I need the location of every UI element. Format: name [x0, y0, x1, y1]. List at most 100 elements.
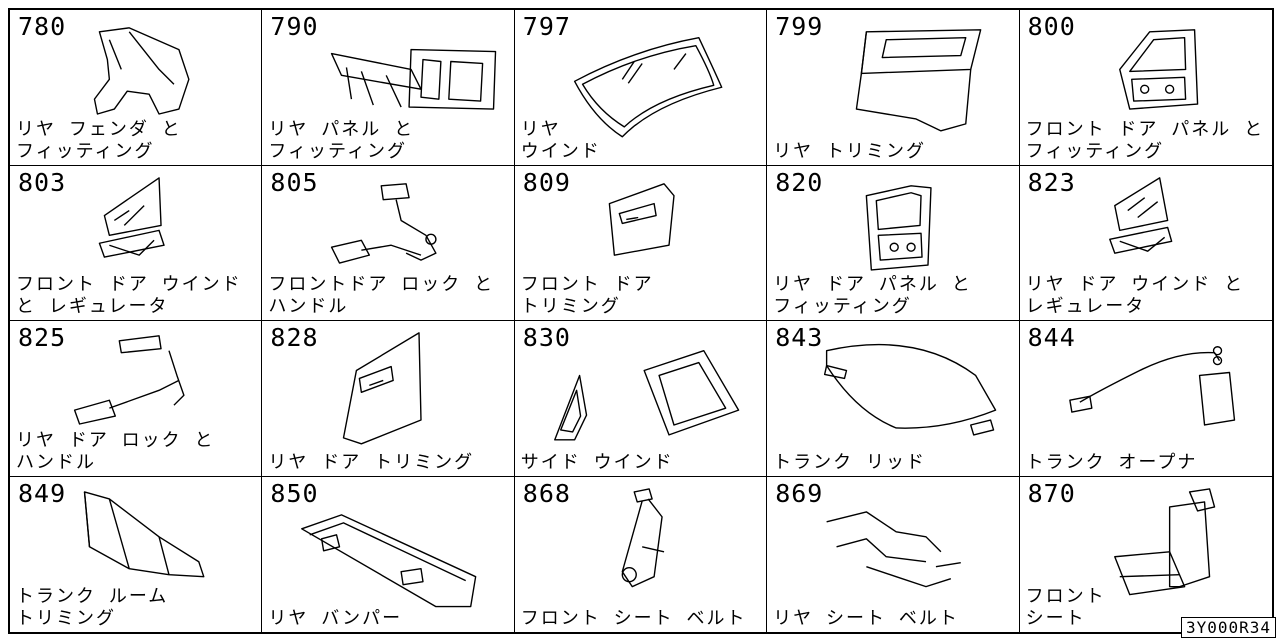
- part-number: 844: [1027, 323, 1076, 352]
- front-seat-icon: [1020, 477, 1272, 633]
- part-label: リヤ フェンダ とフィッティング: [16, 119, 182, 163]
- part-number: 797: [522, 12, 571, 41]
- part-label-line: トランク ルーム: [16, 586, 169, 607]
- rear-fender-icon: [10, 10, 261, 165]
- part-label-line: フィッティング: [268, 140, 407, 162]
- part-number: 799: [775, 12, 824, 41]
- part-cell-803[interactable]: 803 フロント ドア ウインドと レギュレータ: [10, 165, 263, 321]
- part-label: フロント ドアトリミング: [521, 274, 654, 318]
- part-cell-828[interactable]: 828 リヤ ドア トリミング: [262, 321, 515, 477]
- part-label-line: フロント シート ベルト: [520, 608, 747, 629]
- part-label-line: ハンドル: [268, 296, 349, 317]
- part-number: 830: [522, 323, 571, 352]
- part-cell-799[interactable]: 799 リヤ トリミング: [767, 10, 1020, 166]
- part-label: リヤ シート ベルト: [773, 608, 959, 630]
- part-label-line: リヤ パネル と: [268, 118, 415, 140]
- rear-window-icon: [515, 10, 766, 165]
- part-label-line: フィッティング: [16, 140, 155, 162]
- part-number: 850: [270, 478, 319, 508]
- part-number: 820: [775, 167, 824, 197]
- part-label-line: リヤ: [520, 118, 561, 140]
- part-label-line: フロント ドア パネル と: [1025, 118, 1265, 140]
- part-label-line: シート: [1025, 608, 1086, 629]
- part-label: リヤ ドア ロック とハンドル: [16, 430, 215, 474]
- part-cell-869[interactable]: 869 リヤ シート ベルト: [767, 476, 1020, 633]
- part-number: 805: [270, 167, 319, 197]
- part-label-line: レギュレータ: [1025, 296, 1146, 317]
- part-label-line: トリミング: [16, 608, 116, 629]
- part-label-line: サイド ウインド: [520, 451, 674, 473]
- part-cell-868[interactable]: 868 フロント シート ベルト: [514, 476, 768, 633]
- part-number: 849: [18, 478, 67, 508]
- trunk-opener-icon: [1020, 321, 1272, 476]
- part-label: フロントシート: [1026, 586, 1106, 630]
- front-door-panel-icon: [1020, 10, 1272, 165]
- part-label-line: フロントドア ロック と: [268, 274, 495, 295]
- part-label-line: リヤ バンパー: [268, 608, 403, 629]
- part-label-line: リヤ フェンダ と: [16, 118, 182, 140]
- part-cell-797[interactable]: 797 リヤウインド: [514, 10, 768, 166]
- part-cell-805[interactable]: 805 フロントドア ロック とハンドル: [262, 165, 515, 321]
- part-number: 800: [1027, 12, 1076, 41]
- part-label-line: リヤ ドア ウインド と: [1025, 274, 1245, 295]
- part-label: サイド ウインド: [521, 452, 674, 474]
- part-label: リヤ トリミング: [773, 141, 926, 163]
- part-cell-830[interactable]: 830 サイド ウインド: [514, 321, 768, 477]
- rear-seat-belt-icon: [767, 477, 1018, 633]
- part-label: リヤ パネル とフィッティング: [268, 119, 414, 163]
- part-cell-823[interactable]: 823 リヤ ドア ウインド とレギュレータ: [1019, 165, 1272, 321]
- part-label: トランク オープナ: [1026, 452, 1198, 474]
- part-label-line: フィッティング: [1025, 140, 1165, 162]
- diagram-code: 3Y000R34: [1180, 617, 1276, 638]
- part-label-line: リヤ ドア パネル と: [773, 274, 972, 295]
- part-number: 828: [270, 323, 319, 352]
- part-label-line: フロント ドア ウインド: [16, 274, 242, 295]
- part-label-line: トランク オープナ: [1025, 451, 1198, 473]
- part-number: 780: [18, 12, 67, 41]
- part-cell-870[interactable]: 870 フロントシート: [1019, 476, 1272, 633]
- part-label-line: トランク リッド: [773, 451, 927, 473]
- part-label-line: と レギュレータ: [16, 296, 169, 317]
- part-cell-809[interactable]: 809 フロント ドアトリミング: [514, 165, 768, 321]
- part-number: 823: [1027, 167, 1076, 197]
- part-number: 870: [1027, 478, 1076, 508]
- part-cell-843[interactable]: 843 トランク リッド: [767, 321, 1020, 477]
- part-number: 869: [775, 478, 824, 508]
- part-label: リヤウインド: [521, 119, 601, 163]
- front-seat-belt-icon: [515, 477, 766, 633]
- part-cell-780[interactable]: 780 リヤ フェンダ とフィッティング: [10, 10, 263, 166]
- part-number: 803: [18, 167, 67, 197]
- part-cell-844[interactable]: 844 トランク オープナ: [1019, 321, 1272, 477]
- part-label-line: リヤ トリミング: [773, 140, 927, 162]
- front-door-window-regulator-icon: [10, 166, 261, 321]
- part-cell-849[interactable]: 849 トランク ルームトリミング: [10, 476, 263, 633]
- part-cell-800[interactable]: 800 フロント ドア パネル とフィッティング: [1019, 10, 1272, 166]
- part-label-line: ウインド: [520, 140, 601, 162]
- part-number: 825: [18, 323, 67, 352]
- part-label-line: トリミング: [520, 296, 621, 317]
- rear-door-panel-icon: [767, 166, 1018, 321]
- part-label: フロント ドア パネル とフィッティング: [1026, 119, 1265, 163]
- part-cell-825[interactable]: 825 リヤ ドア ロック とハンドル: [10, 321, 263, 477]
- part-label: リヤ ドア ウインド とレギュレータ: [1026, 274, 1245, 318]
- rear-door-window-regulator-icon: [1020, 166, 1272, 321]
- part-label: フロント ドア ウインドと レギュレータ: [16, 274, 242, 318]
- part-label: リヤ バンパー: [268, 608, 402, 630]
- front-door-trim-icon: [515, 166, 766, 321]
- part-label-line: フロント: [1025, 586, 1106, 607]
- trunk-room-trim-icon: [10, 477, 261, 633]
- part-label: フロントドア ロック とハンドル: [268, 274, 494, 318]
- part-number: 809: [522, 167, 571, 197]
- part-label-line: リヤ ドア トリミング: [268, 451, 475, 473]
- part-label-line: ハンドル: [16, 451, 96, 473]
- part-number: 843: [775, 323, 824, 352]
- part-label: リヤ ドア トリミング: [268, 452, 474, 474]
- part-label-line: リヤ シート ベルト: [773, 608, 959, 629]
- rear-panel-icon: [262, 10, 513, 165]
- part-number: 868: [522, 478, 571, 508]
- part-cell-850[interactable]: 850 リヤ バンパー: [262, 476, 515, 632]
- part-label-line: フロント ドア: [520, 274, 654, 295]
